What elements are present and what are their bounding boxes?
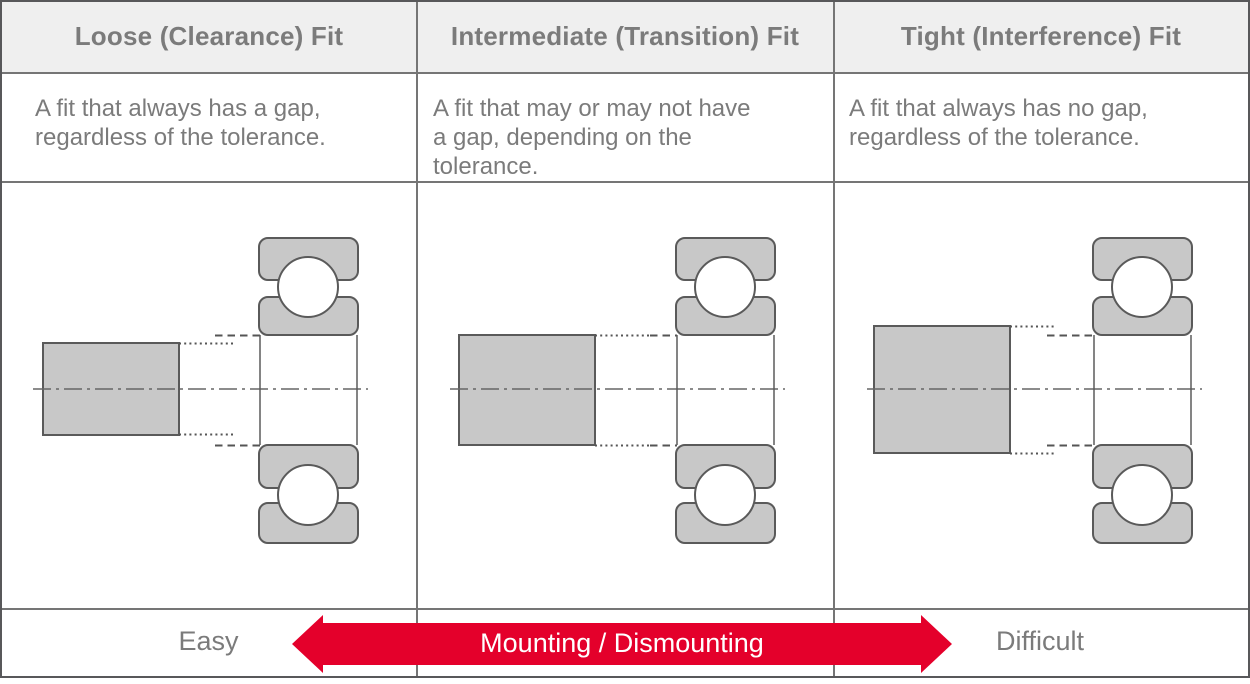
row-divider-header — [0, 72, 1250, 74]
bearing-cross-section — [1092, 237, 1193, 544]
ball-top — [1111, 256, 1173, 318]
ball-top — [694, 256, 756, 318]
tight-fit-diagram — [867, 237, 1202, 544]
ball-bottom — [694, 464, 756, 526]
mounting-dismounting-label: Mounting / Dismounting — [480, 627, 764, 658]
description-intermediate-fit: A fit that may or may not have a gap, de… — [433, 95, 751, 180]
bearing-cross-section — [675, 237, 776, 544]
header-row-background — [0, 0, 1250, 72]
ball-bottom — [277, 464, 339, 526]
column-divider-1 — [416, 0, 418, 678]
description-loose-fit: A fit that always has a gap, regardless … — [35, 95, 326, 151]
ball-bottom — [1111, 464, 1173, 526]
intermediate-fit-diagram — [450, 237, 785, 544]
bearing-cross-section — [258, 237, 359, 544]
header-intermediate-fit: Intermediate (Transition) Fit — [450, 20, 800, 51]
column-divider-2 — [833, 0, 835, 678]
row-divider-description — [0, 181, 1250, 183]
loose-fit-diagram — [33, 237, 368, 544]
ball-top — [277, 256, 339, 318]
header-tight-fit: Tight (Interference) Fit — [900, 20, 1182, 51]
shaft-rect — [458, 334, 596, 446]
difficult-label: Difficult — [995, 626, 1085, 656]
arrow-shape — [292, 615, 952, 673]
row-divider-footer — [0, 608, 1250, 610]
header-loose-fit: Loose (Clearance) Fit — [74, 20, 344, 51]
double-headed-arrow-icon — [292, 615, 952, 673]
easy-label: Easy — [178, 626, 239, 656]
description-tight-fit: A fit that always has no gap, regardless… — [849, 95, 1148, 151]
